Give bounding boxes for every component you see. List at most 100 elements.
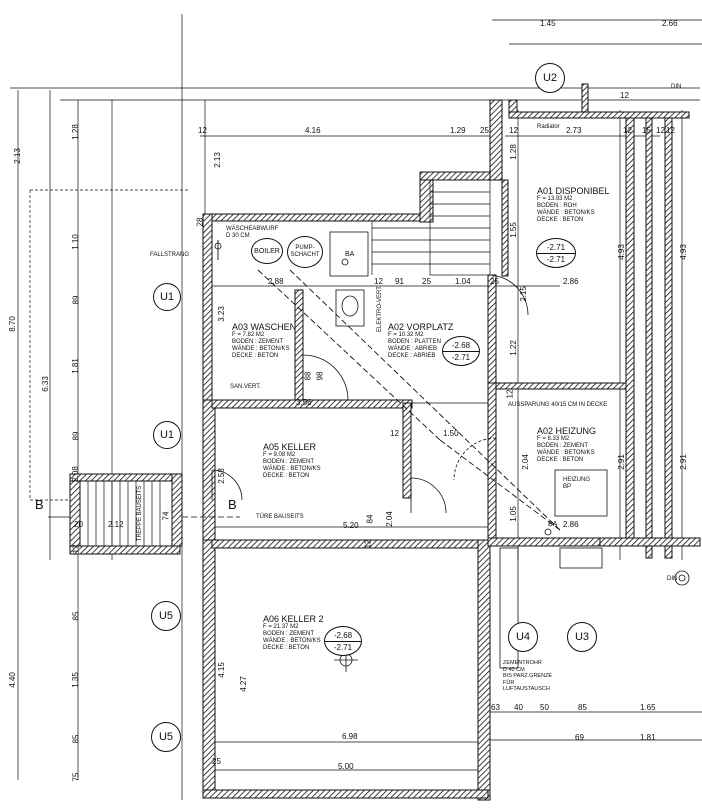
dim-50: 50: [540, 703, 549, 712]
dim-2-91: 2.91: [616, 454, 626, 470]
dim-2-91-b: 2.91: [678, 454, 688, 470]
room-ceiling: DECKE : BETON: [537, 217, 584, 223]
room-area: F = 10.32 M2: [388, 332, 424, 338]
zementrohr-label: ZEMENTROHR D 40 CM BIS PARZ.GRENZE FÜR L…: [503, 660, 553, 692]
dim-75: 75: [71, 772, 81, 782]
dim-88: 88: [303, 371, 313, 381]
dim-74: 74: [161, 511, 171, 521]
level-top: -2.68: [333, 630, 353, 640]
unit-u5-upper: U5: [151, 601, 181, 631]
dim-1-50: 1.50: [443, 429, 459, 438]
level-badge-a06: -2.68 -2.71: [324, 626, 362, 656]
treppe-label: TREPPE BAUSEITS: [137, 485, 144, 542]
pump-label: PUMP- SCHACHT: [290, 245, 320, 258]
dim-2-88: 2.88: [268, 277, 284, 286]
dim-91: 91: [395, 277, 404, 286]
room-ceiling: DECKE : BETON: [232, 353, 279, 359]
room-a05: A05 KELLER F = 9.08 M2 BODEN : ZEMENT WÄ…: [263, 442, 321, 480]
dim-4-16: 4.16: [305, 126, 321, 135]
pump-shaft-symbol: PUMP- SCHACHT: [287, 236, 323, 268]
room-area: F = 8.33 M2: [537, 436, 570, 442]
radiator-label: Radiator: [537, 124, 560, 130]
dim-2-04-m: 2.04: [384, 511, 394, 527]
room-floor: BODEN : ZEMENT: [537, 443, 589, 449]
dim-2-86-b: 2.86: [563, 520, 579, 529]
section-b-right: B: [228, 497, 237, 512]
room-floor: BODEN : ROH: [537, 203, 577, 209]
tuere-label: TÜRE BAUSEITS: [256, 514, 304, 520]
dim-4-93-b: 4.93: [678, 244, 688, 260]
room-floor: BODEN : PLATTEN: [388, 339, 441, 345]
stair-main: [371, 179, 491, 276]
room-area: F = 21.37 M2: [263, 624, 299, 630]
dim-2-73: 2.73: [566, 126, 582, 135]
room-title: A05 KELLER: [263, 442, 317, 452]
fallstrang-label: FALLSTRANG: [150, 252, 190, 258]
dim-2-04: 2.04: [520, 454, 530, 470]
boiler-label: BOILER: [254, 247, 280, 255]
room-ceiling: DECKE : BETON: [263, 645, 310, 651]
unit-u4: U4: [508, 622, 538, 652]
dim-2-13-r: 2.13: [212, 152, 222, 168]
dim-85: 85: [71, 611, 81, 621]
level-divider: [443, 350, 479, 352]
dim-25: 25: [480, 126, 489, 135]
dim-12-a: 12: [656, 126, 665, 135]
room-a02-heizung: A02 HEIZUNG F = 8.33 M2 BODEN : ZEMENT W…: [537, 426, 596, 464]
dim-3-56: 3.56: [296, 398, 312, 407]
dim-12-r: 12: [505, 389, 515, 399]
unit-u2: U2: [535, 63, 565, 93]
dim-6-33: 6.33: [40, 376, 50, 392]
dim-1-81: 1.81: [640, 733, 656, 742]
room-ceiling: DECKE : ABRIEB: [388, 353, 436, 359]
din-label-bottom: DIN: [667, 576, 678, 582]
room-ceiling: DECKE : BETON: [263, 473, 310, 479]
unit-label: U1: [159, 291, 175, 303]
unit-label: U1: [159, 429, 175, 441]
room-title: A01 DISPONIBEL: [537, 186, 610, 196]
section-b-left: B: [35, 497, 44, 512]
dim-98: 98: [315, 371, 325, 381]
dim-1-65: 1.65: [640, 703, 656, 712]
room-walls: WÄNDE : BETON/KS: [537, 450, 595, 456]
unit-label: U4: [515, 631, 531, 643]
dim-2-13: 2.13: [12, 148, 22, 164]
unit-u1-upper: U1: [153, 283, 181, 311]
dim-1-29: 1.29: [450, 126, 466, 135]
room-area: F = 9.08 M2: [263, 452, 296, 458]
level-badge-a02: -2.68 -2.71: [442, 336, 480, 366]
room-walls: WÄNDE : BETON/KS: [263, 466, 321, 472]
dim-5-00: 5.00: [338, 762, 354, 771]
room-a03: A03 WASCHEN F = 7.82 M2 BODEN : ZEMENT W…: [232, 322, 296, 360]
unit-label: U3: [574, 631, 590, 643]
dim-3-23: 3.23: [216, 306, 226, 322]
level-badge-a01: -2.71 -2.71: [536, 238, 576, 268]
dim-4-93: 4.93: [616, 244, 626, 260]
dim-1-10: 1.10: [70, 234, 80, 250]
dim-1-55: 1.55: [508, 222, 518, 238]
level-divider: [537, 252, 575, 254]
dim-4-27: 4.27: [238, 676, 248, 692]
dim-1-04: 1.04: [455, 277, 471, 286]
dim-25-b: 25: [422, 277, 431, 286]
dim-2-66: 2.66: [662, 19, 678, 28]
unit-label: U5: [158, 731, 174, 743]
dim-2-58: 2.58: [216, 468, 226, 484]
waesche-label: WÄSCHEABWURF D 30 CM: [226, 226, 279, 239]
room-walls: WÄNDE : BETON/KS: [263, 638, 321, 644]
elektro-label: ELEKTRO-VERT.: [376, 285, 383, 332]
dim-85: 85: [578, 703, 587, 712]
dim-89-b: 89: [71, 431, 81, 441]
level-top: -2.68: [451, 340, 471, 350]
dim-12-c: 12: [666, 126, 675, 135]
dim-12-m: 12: [363, 539, 373, 549]
dim-1-81: 1.81: [70, 358, 80, 374]
dim-2-86: 2.86: [563, 277, 579, 286]
unit-label: U5: [158, 610, 174, 622]
dim-12-right: 12: [509, 126, 518, 135]
room-walls: WÄNDE : BETON/KS: [232, 346, 290, 352]
walls: [69, 83, 701, 801]
ba-label-2: BA: [548, 521, 558, 528]
room-ceiling: DECKE : BETON: [537, 457, 584, 463]
